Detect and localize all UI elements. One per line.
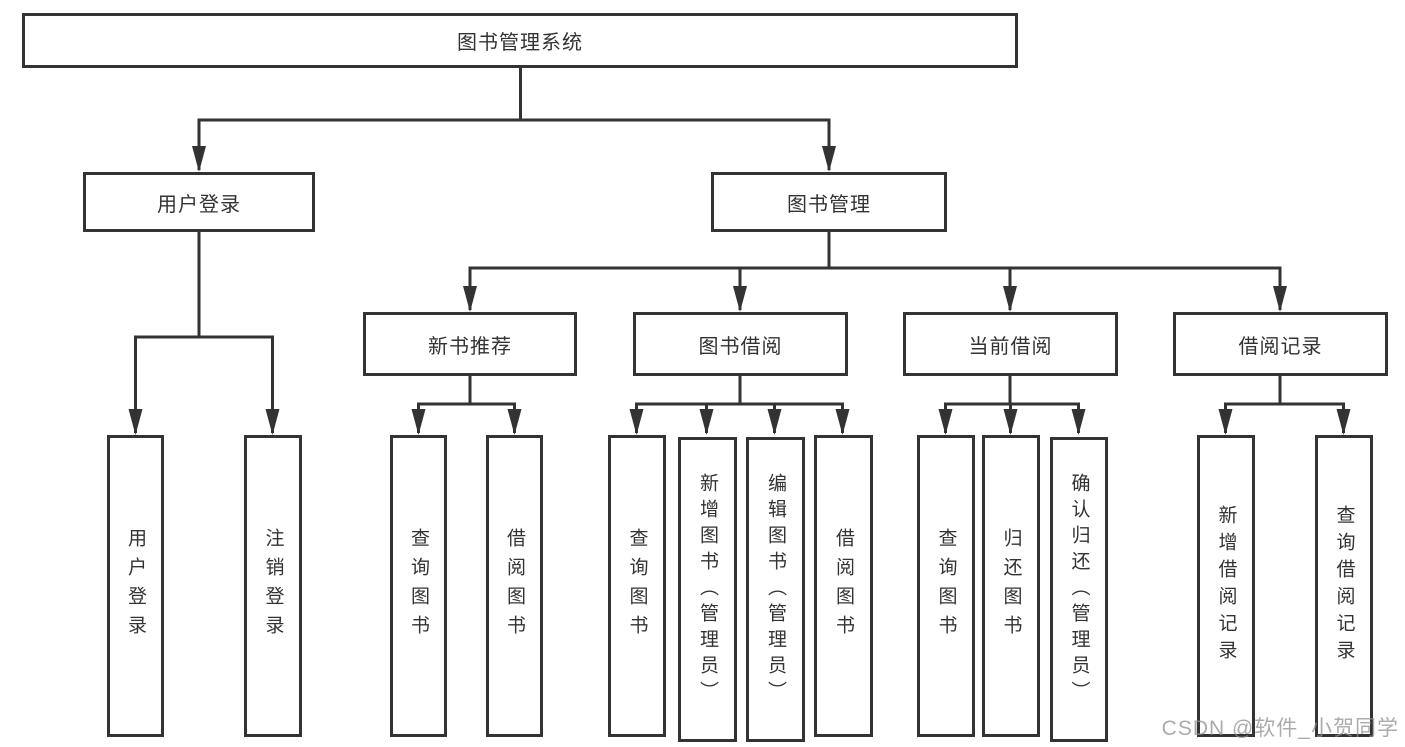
node-leaf-edit-books-admin: 编辑图书（管理员）: [746, 437, 805, 742]
node-leaf-query-books-2-label: 查询图书: [626, 528, 648, 644]
node-leaf-add-books-admin-label: 新增图书（管理员）: [697, 472, 718, 707]
node-book-management: 图书管理: [711, 172, 947, 232]
node-leaf-user-login: 用户登录: [107, 435, 164, 737]
node-leaf-return-books: 归还图书: [982, 435, 1040, 737]
node-leaf-query-books-1-label: 查询图书: [408, 528, 429, 644]
node-new-book-recommend: 新书推荐: [363, 312, 577, 376]
node-leaf-query-borrow-record-label: 查询借阅记录: [1333, 505, 1355, 667]
node-leaf-add-books-admin: 新增图书（管理员）: [678, 437, 737, 742]
node-leaf-borrow-books-1-label: 借阅图书: [504, 528, 525, 644]
node-book-management-label: 图书管理: [787, 193, 871, 216]
node-leaf-add-borrow-record-label: 新增借阅记录: [1215, 505, 1237, 667]
node-user-login-label: 用户登录: [157, 193, 241, 216]
node-leaf-confirm-return-admin-label: 确认归还（管理员）: [1068, 472, 1090, 707]
node-leaf-user-login-label: 用户登录: [125, 528, 146, 644]
node-root: 图书管理系统: [22, 13, 1018, 68]
node-leaf-query-books-2: 查询图书: [608, 435, 666, 737]
node-leaf-borrow-books-2: 借阅图书: [814, 435, 873, 737]
node-borrow-records: 借阅记录: [1173, 312, 1388, 376]
node-user-login: 用户登录: [83, 172, 315, 232]
node-borrow-records-label: 借阅记录: [1238, 335, 1323, 358]
node-leaf-logout-label: 注销登录: [262, 528, 284, 644]
node-current-borrow: 当前借阅: [903, 312, 1118, 376]
node-leaf-confirm-return-admin: 确认归还（管理员）: [1050, 437, 1108, 742]
watermark: CSDN @软件_小贺同学: [1161, 717, 1399, 740]
node-leaf-return-books-label: 归还图书: [1000, 528, 1022, 644]
node-current-borrow-label: 当前借阅: [968, 335, 1053, 358]
node-leaf-add-borrow-record: 新增借阅记录: [1197, 435, 1255, 737]
node-leaf-query-borrow-record: 查询借阅记录: [1315, 435, 1373, 737]
node-leaf-query-books-3-label: 查询图书: [935, 528, 957, 644]
node-leaf-logout: 注销登录: [244, 435, 302, 737]
node-root-label: 图书管理系统: [457, 32, 583, 54]
node-leaf-query-books-1: 查询图书: [390, 435, 447, 737]
node-new-book-recommend-label: 新书推荐: [428, 335, 512, 358]
node-leaf-query-books-3: 查询图书: [917, 435, 975, 737]
node-book-borrow: 图书借阅: [633, 312, 848, 376]
node-leaf-edit-books-admin-label: 编辑图书（管理员）: [765, 472, 786, 707]
node-book-borrow-label: 图书借阅: [698, 335, 783, 358]
node-leaf-borrow-books-2-label: 借阅图书: [833, 528, 854, 644]
node-leaf-borrow-books-1: 借阅图书: [486, 435, 543, 737]
